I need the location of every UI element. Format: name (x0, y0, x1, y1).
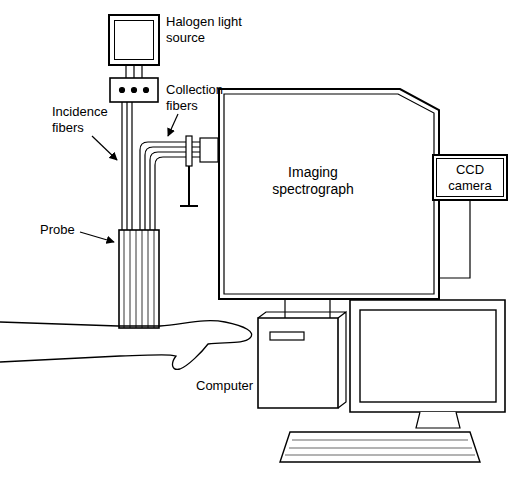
monitor-stand (416, 412, 460, 428)
entrance-slit (200, 138, 218, 162)
tower-side (258, 312, 346, 408)
monitor (350, 300, 505, 412)
cable (284, 300, 285, 318)
part-label: Computer (196, 378, 256, 394)
keyboard-keys (285, 440, 475, 455)
mount-post (180, 166, 198, 206)
fiber-label: Incidence fibers (52, 104, 122, 135)
light-source-box: Halogen light source (108, 14, 160, 66)
fiber-port (120, 88, 125, 93)
spectrograph-label: Imaging spectrograph (258, 164, 368, 198)
fiber-port (144, 88, 149, 93)
monitor-screen (360, 310, 496, 402)
drive-slot (270, 332, 304, 340)
fiber-connector (110, 78, 158, 102)
hand-outline (0, 321, 252, 370)
leader-arrow (80, 232, 114, 242)
computer-tower (258, 318, 338, 408)
spectrograph-box: Imaging spectrograph (218, 88, 440, 300)
fiber-port (132, 88, 137, 93)
part-label: Probe (40, 222, 80, 238)
incidence-fibers (122, 102, 132, 230)
leader-arrow (168, 114, 178, 136)
keyboard (280, 432, 480, 462)
camera-box: CCD camera (432, 154, 508, 201)
probe-body (119, 230, 159, 328)
leader-arrow (92, 136, 117, 160)
collection-fiber (155, 157, 200, 230)
fiber-mount (186, 136, 192, 166)
probe-fibers (124, 230, 154, 328)
lamp-inner (114, 20, 154, 60)
fiber-label: Collection fibers (166, 82, 236, 113)
source-fiber (126, 66, 142, 78)
source-label: Halogen light source (166, 14, 246, 45)
camera-label: CCD camera (438, 162, 502, 193)
